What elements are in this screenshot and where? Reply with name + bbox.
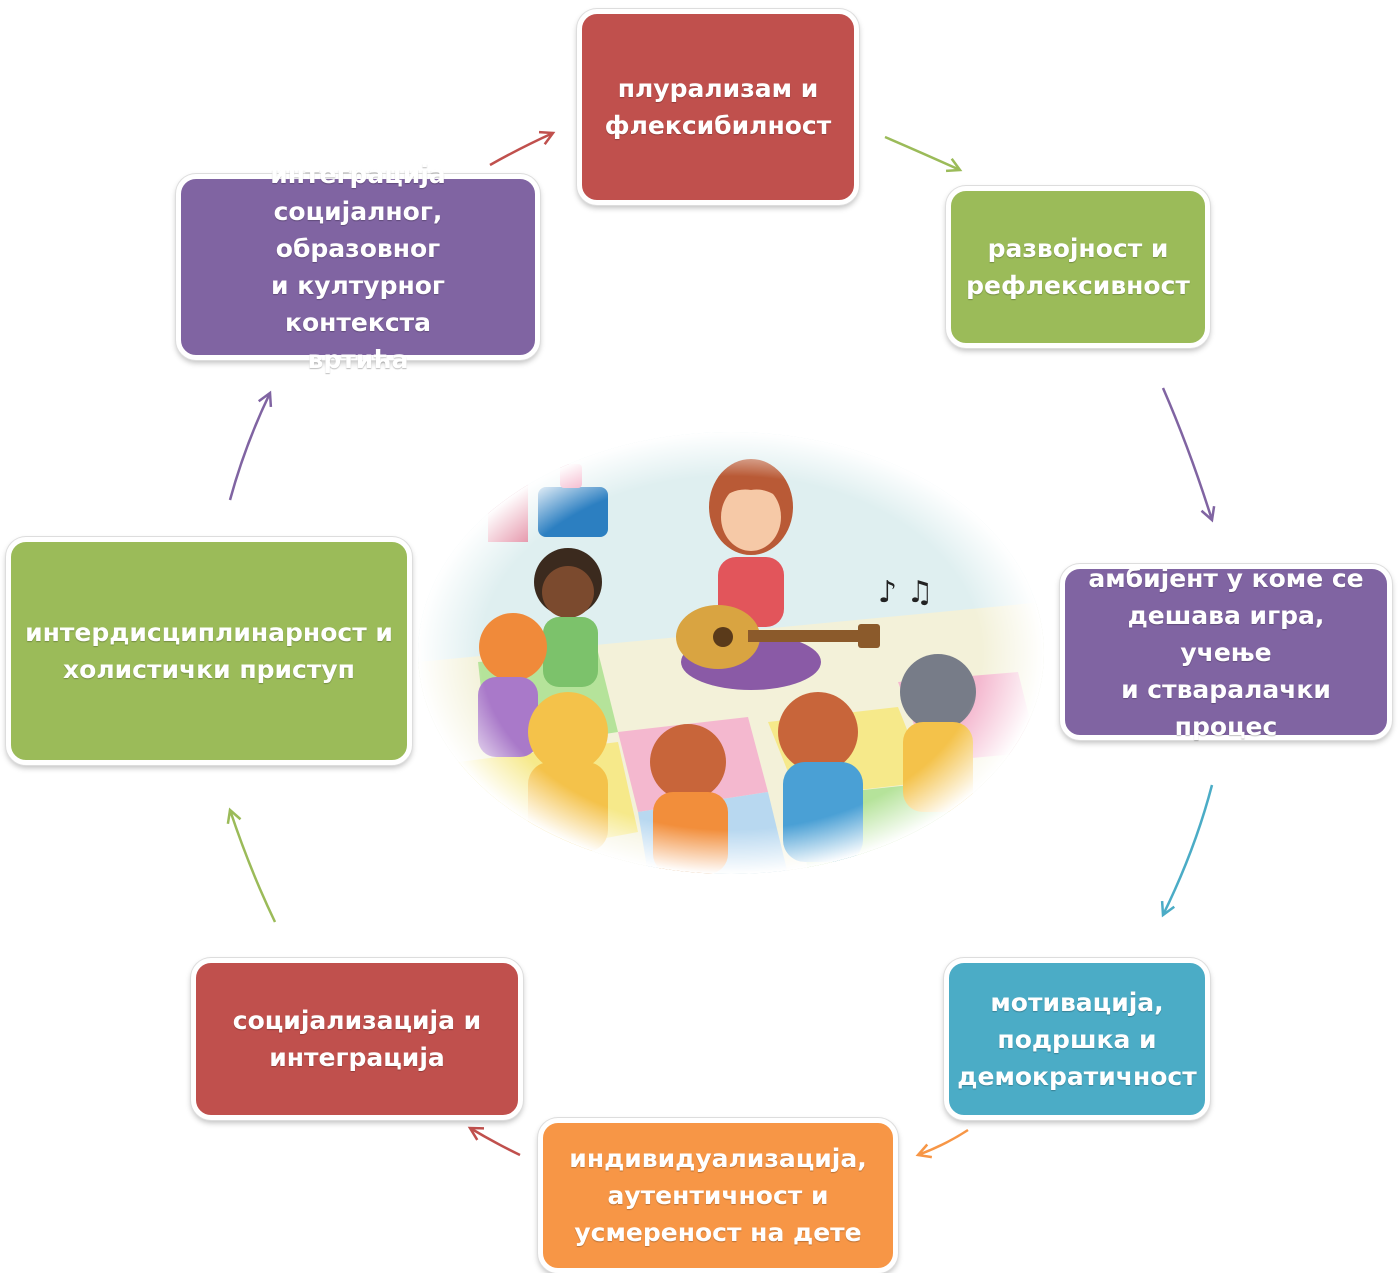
arrowhead-icon — [1160, 900, 1176, 918]
cycle-arrow — [469, 1126, 521, 1157]
arrowhead-icon — [467, 1126, 485, 1141]
node-individualization: индивидуализација, аутентичност и усмере… — [538, 1118, 898, 1273]
illustration-teacher-children: ♪ ♫ — [418, 432, 1044, 874]
node-socialization-label: социјализација и интеграција — [232, 1006, 482, 1072]
arrowhead-icon — [538, 130, 556, 146]
node-motivation-label: мотивација, подршка и демократичност — [957, 987, 1197, 1091]
node-individualization-label: индивидуализација, аутентичност и усмере… — [569, 1144, 867, 1247]
cycle-arrow — [917, 1128, 969, 1157]
node-development: развојност и рефлексивност — [946, 186, 1210, 348]
cycle-arrow — [489, 131, 554, 167]
arrowhead-icon — [915, 1143, 933, 1159]
node-integration-label: интеграција социјалног, образовног и кул… — [270, 160, 446, 374]
cycle-arrow — [1161, 387, 1214, 521]
node-pluralism-label: плурализам и флексибилност — [604, 74, 832, 140]
node-ambient: амбијент у коме се дешава игра, учење и … — [1060, 564, 1392, 741]
cycle-arrow — [1161, 784, 1214, 916]
classroom-illustration: ♪ ♫ — [418, 432, 1044, 874]
arrowhead-icon — [226, 807, 242, 825]
cycle-arrow — [228, 809, 277, 923]
node-development-label: развојност и рефлексивност — [966, 234, 1190, 300]
node-interdisciplinarity: интердисциплинарност и холистички присту… — [6, 537, 412, 765]
node-motivation: мотивација, подршка и демократичност — [944, 958, 1210, 1120]
node-interdisciplinarity-label: интердисциплинарност и холистички присту… — [25, 618, 393, 684]
node-pluralism: плурализам и флексибилност — [577, 9, 859, 205]
cycle-arrow — [884, 135, 961, 172]
arrowhead-icon — [1200, 505, 1216, 523]
node-integration: интеграција социјалног, образовног и кул… — [176, 160, 540, 374]
node-ambient-label: амбијент у коме се дешава игра, учење и … — [1088, 563, 1364, 741]
node-socialization: социјализација и интеграција — [191, 958, 523, 1120]
arrowhead-icon — [945, 157, 963, 173]
arrowhead-icon — [257, 390, 273, 408]
cycle-arrow — [228, 392, 272, 501]
